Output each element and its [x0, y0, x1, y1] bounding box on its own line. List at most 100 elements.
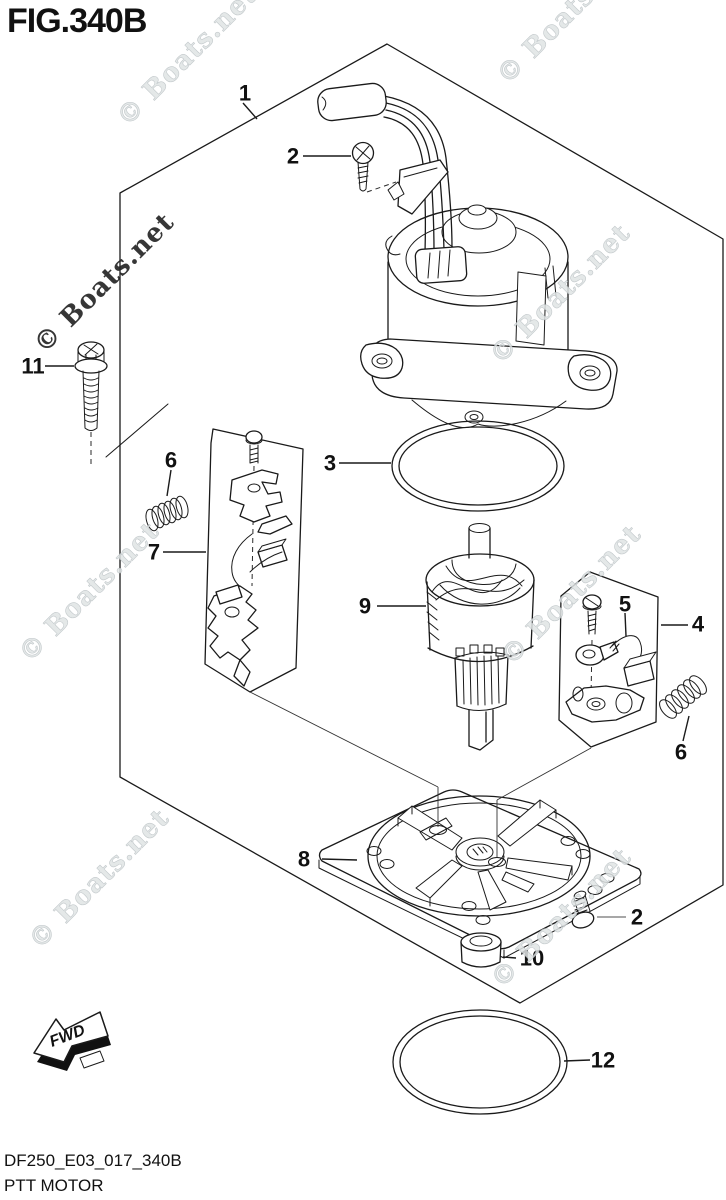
callout-3: 3	[324, 451, 336, 476]
phillips-cross-icon	[355, 145, 371, 161]
ear-hole	[371, 353, 393, 369]
callout-6-left: 6	[165, 448, 177, 473]
riser	[495, 647, 505, 657]
watermark: © Boats.net	[491, 0, 643, 90]
fwd-arrow: FWD	[33, 1011, 111, 1071]
watermark: © Boats.net	[111, 0, 263, 132]
impeller-star	[397, 799, 573, 911]
arrow-tail-shadow	[79, 1050, 105, 1069]
callout-1: 1	[239, 81, 251, 106]
cap-rim-lug	[385, 235, 401, 256]
clamp-band	[397, 159, 449, 215]
ear-hole-inner	[584, 369, 596, 377]
watermark: © Boats.net	[23, 803, 175, 955]
coil	[175, 495, 189, 519]
hole	[366, 846, 382, 856]
leader-12	[563, 1059, 591, 1062]
outer-boundary-box	[119, 43, 724, 1004]
terminal-box-4	[558, 571, 659, 748]
grommet-top	[460, 932, 502, 952]
pockets	[419, 817, 535, 893]
spring-6-left	[145, 495, 189, 532]
leader-10	[502, 956, 517, 959]
mount-plate-8	[318, 789, 642, 959]
ear-hole-inner	[376, 357, 388, 365]
commutator-top	[454, 651, 509, 659]
cable-clamp	[387, 159, 449, 215]
bracket-foot	[257, 515, 293, 535]
blade	[477, 869, 507, 911]
screw-shank	[582, 597, 602, 635]
figure-title: FIG.340B	[7, 2, 147, 40]
brush-wire-2	[249, 551, 283, 573]
plate-hole	[586, 697, 606, 711]
plate-hole	[224, 606, 240, 618]
motor-body-sides	[387, 261, 569, 356]
coil	[677, 684, 695, 704]
screw-shank	[572, 894, 591, 916]
boot-body	[317, 82, 387, 122]
screw-head	[245, 430, 263, 444]
bolt-shank	[82, 370, 100, 431]
callout-9: 9	[359, 594, 371, 619]
armature-top-rim	[425, 553, 535, 607]
flange-ear-left	[360, 342, 404, 379]
plate-tail	[233, 659, 251, 687]
callout-2-bottom: 2	[631, 905, 643, 930]
ptt-motor-assembly	[317, 82, 618, 429]
leader-1	[242, 102, 258, 120]
armature-9	[425, 523, 535, 751]
hole	[560, 836, 576, 846]
blade-depth-lines	[397, 799, 573, 907]
plate-thickness	[318, 859, 641, 959]
hole	[599, 873, 615, 883]
watermark-dark: © Boats.net	[28, 207, 180, 359]
o-ring-inner	[398, 426, 558, 506]
pilot-hole	[488, 857, 506, 867]
lower-brush-block	[215, 584, 243, 605]
wire-grommet	[414, 246, 468, 284]
callout-10: 10	[520, 946, 544, 971]
cable-line	[383, 95, 453, 249]
o-ring-outer	[392, 1009, 568, 1115]
callout-4: 4	[692, 612, 705, 637]
clamp-inner-line	[403, 167, 438, 178]
commutator-bottom	[456, 703, 507, 711]
leader-6-right	[682, 715, 690, 742]
blade	[505, 857, 573, 881]
winding-line	[451, 559, 517, 585]
phillips-cross-icon	[83, 343, 99, 356]
plate-stud	[572, 686, 584, 702]
grommet-hole	[469, 935, 493, 947]
brush-block-top	[257, 538, 287, 553]
coil	[659, 699, 677, 719]
box7-connector-line	[249, 691, 439, 827]
screw-2-bottom	[571, 890, 595, 929]
motor-flange	[371, 338, 618, 410]
coil	[689, 675, 707, 695]
hole	[461, 901, 477, 911]
brush-holder-bracket	[229, 469, 283, 523]
winding-line	[431, 579, 503, 594]
screw-shank	[245, 439, 263, 464]
shaft-top-end	[468, 523, 491, 533]
callout-6-right: 6	[675, 740, 687, 765]
coil	[169, 497, 183, 521]
callout-12: 12	[591, 1048, 615, 1073]
recess-inner	[376, 802, 582, 910]
wire-boot	[317, 82, 387, 122]
brush-holder-box-7	[204, 428, 304, 693]
commutator-sides	[454, 654, 509, 707]
hole	[587, 885, 603, 895]
bottom-boss-hole	[469, 414, 479, 420]
o-ring-inner	[399, 1015, 561, 1109]
spring-6-right	[659, 675, 707, 719]
box4-outline	[558, 571, 659, 748]
o-ring-3	[391, 420, 565, 512]
wire-block-top	[623, 651, 657, 669]
plate-hole-inner	[591, 701, 601, 707]
ear-hole	[579, 365, 601, 381]
riser	[483, 644, 493, 654]
leader-6-left	[166, 469, 172, 497]
